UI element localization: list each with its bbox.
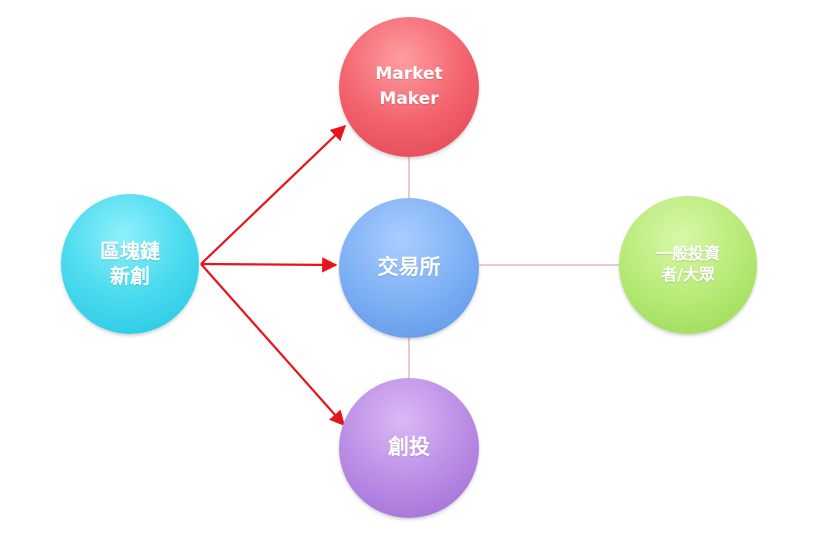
node-venture-capital-label: 創投 — [388, 435, 430, 460]
node-venture-capital: 創投 — [339, 378, 479, 518]
arrow-to-exchange — [200, 257, 338, 273]
arrow-to-market-maker — [200, 124, 347, 265]
arrow-to-vc — [200, 263, 346, 427]
node-general-investors-label: 一般投資 者/大眾 — [655, 244, 720, 284]
node-market-maker-label: Market Maker — [375, 64, 443, 109]
node-blockchain-startup-label: 區塊鏈 新創 — [100, 239, 160, 288]
node-general-investors: 一般投資 者/大眾 — [619, 196, 757, 334]
node-market-maker: Market Maker — [339, 17, 479, 157]
node-exchange: 交易所 — [339, 198, 479, 338]
node-exchange-label: 交易所 — [377, 255, 441, 280]
node-blockchain-startup: 區塊鏈 新創 — [61, 194, 199, 334]
